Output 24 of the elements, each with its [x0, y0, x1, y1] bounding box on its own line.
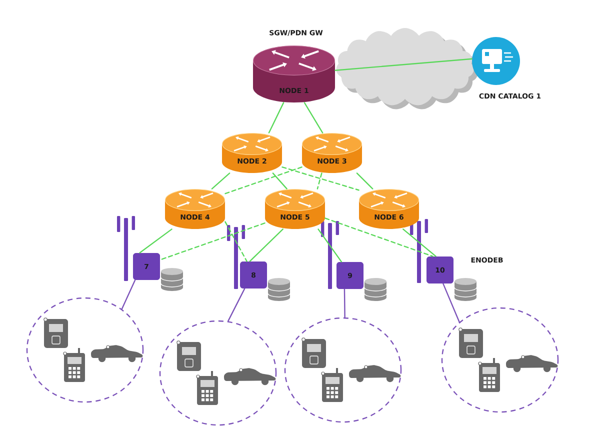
dashed-link-line [324, 218, 434, 257]
dashed-link-line [160, 222, 266, 260]
link-line [334, 58, 472, 71]
coverage-circle [284, 317, 402, 423]
link-line [402, 228, 436, 257]
link-line [272, 172, 288, 190]
link-line [318, 228, 342, 262]
coverage-circle [26, 297, 144, 403]
link-line [442, 283, 460, 323]
coverage-circle [441, 307, 559, 413]
dashed-link-line [282, 166, 360, 191]
dashed-link-line [316, 172, 322, 190]
coverage-circle [159, 320, 277, 426]
link-line [344, 288, 346, 318]
link-line [268, 102, 284, 134]
link-line [356, 172, 374, 190]
link-line [227, 288, 246, 322]
link-line [211, 172, 230, 190]
link-line [121, 280, 136, 310]
dashed-link-line [224, 221, 248, 262]
link-line [249, 228, 284, 262]
link-line [139, 228, 172, 254]
dashed-link-line [224, 166, 302, 194]
link-line [304, 102, 324, 134]
